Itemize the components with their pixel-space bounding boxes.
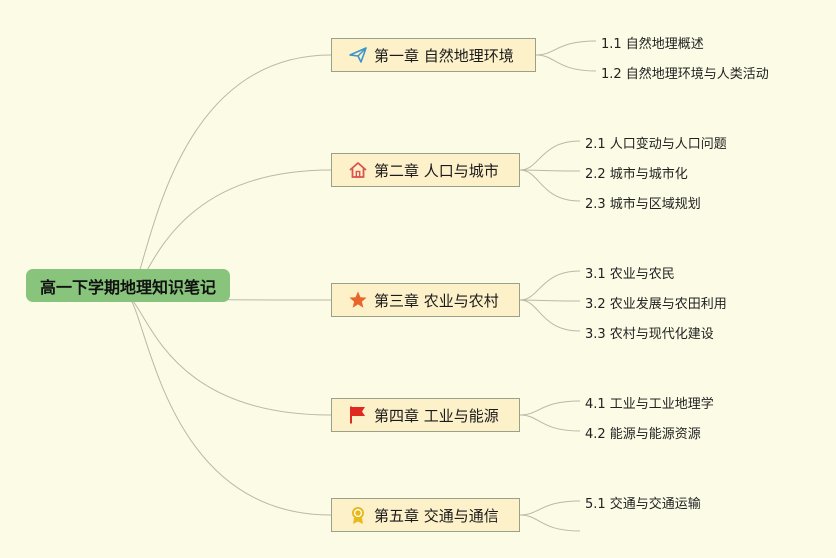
- topic-1-2[interactable]: 1.2 自然地理环境与人类活动: [601, 67, 769, 82]
- star-icon: [348, 290, 368, 310]
- topic-link-4-2: [519, 414, 581, 432]
- topic-link-5-1: [519, 500, 581, 516]
- topic-link-1-1: [535, 40, 597, 56]
- chapter-4-node[interactable]: 第四章 工业与能源: [331, 398, 520, 432]
- topic-2-1[interactable]: 2.1 人口变动与人口问题: [585, 137, 727, 152]
- home-icon: [348, 160, 368, 180]
- topic-3-1[interactable]: 3.1 农业与农民: [585, 267, 675, 282]
- chapter-3-node[interactable]: 第三章 农业与农村: [331, 283, 520, 317]
- topic-link-3-1: [519, 270, 581, 301]
- topic-link-3-3: [519, 299, 581, 332]
- topic-link-5-2: [519, 514, 581, 532]
- chapter-2-node[interactable]: 第二章 人口与城市: [331, 153, 520, 187]
- root-link-5: [129, 297, 332, 516]
- topic-link-1-2: [535, 54, 597, 72]
- chapter-1-label: 第一章 自然地理环境: [374, 46, 514, 65]
- topic-link-3-2: [519, 299, 581, 302]
- topic-link-4-1: [519, 400, 581, 416]
- chapter-1-node[interactable]: 第一章 自然地理环境: [331, 38, 536, 72]
- paper-plane-icon: [348, 45, 368, 65]
- topic-1-1[interactable]: 1.1 自然地理概述: [601, 37, 704, 52]
- topic-link-2-2: [519, 169, 581, 172]
- topic-3-2[interactable]: 3.2 农业发展与农田利用: [585, 297, 727, 312]
- award-badge-icon: [348, 505, 368, 525]
- topic-4-2[interactable]: 4.2 能源与能源资源: [585, 427, 701, 442]
- topic-4-1[interactable]: 4.1 工业与工业地理学: [585, 397, 714, 412]
- topic-5-1[interactable]: 5.1 交通与交通运输: [585, 497, 701, 512]
- chapter-4-label: 第四章 工业与能源: [374, 406, 499, 425]
- topic-link-2-3: [519, 169, 581, 202]
- topic-2-3[interactable]: 2.3 城市与区域规划: [585, 197, 701, 212]
- root-topic[interactable]: 高一下学期地理知识笔记: [26, 269, 230, 302]
- chapter-2-label: 第二章 人口与城市: [374, 161, 499, 180]
- topic-link-2-1: [519, 140, 581, 171]
- chapter-3-label: 第三章 农业与农村: [374, 291, 499, 310]
- topic-2-2[interactable]: 2.2 城市与城市化: [585, 167, 688, 182]
- chapter-5-label: 第五章 交通与通信: [374, 506, 499, 525]
- chapter-5-node[interactable]: 第五章 交通与通信: [331, 498, 520, 532]
- flag-icon: [348, 405, 368, 425]
- root-link-4: [129, 297, 332, 416]
- root-link-1: [129, 54, 332, 299]
- topic-3-3[interactable]: 3.3 农村与现代化建设: [585, 327, 714, 342]
